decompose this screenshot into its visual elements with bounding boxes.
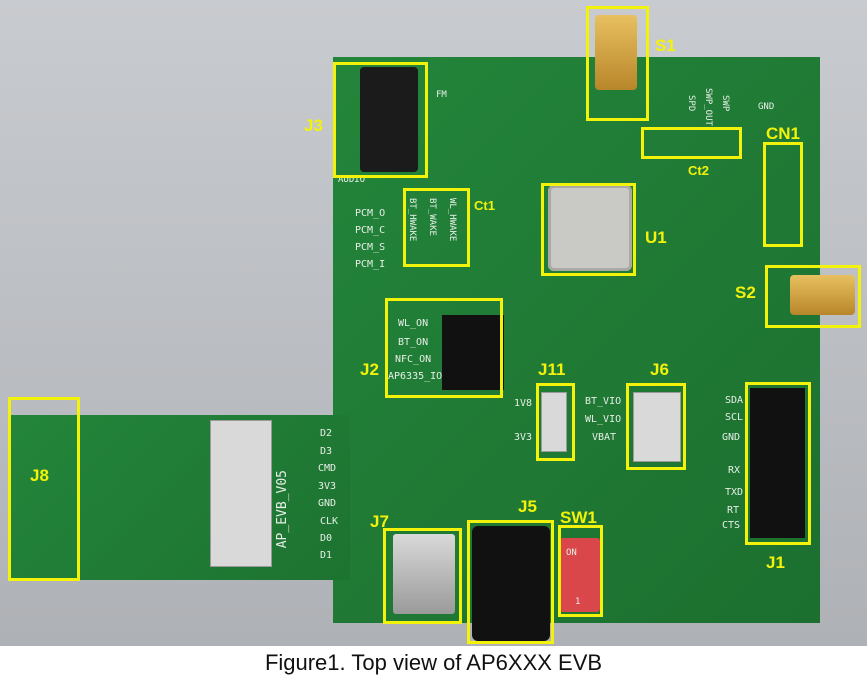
- silk-ap6335-io: AP6335_IO: [388, 371, 443, 382]
- silk-bt-on: BT_ON: [398, 337, 429, 348]
- silk-bt-vio: BT_VIO: [585, 396, 622, 407]
- callout-box-j8: [8, 397, 80, 581]
- sma-connector-s1: [595, 15, 637, 90]
- label-u1: U1: [645, 228, 667, 247]
- label-j6: J6: [650, 360, 669, 379]
- silk-nfc-on: NFC_ON: [395, 354, 432, 365]
- callout-box-s1: [586, 6, 649, 121]
- silk-vbat: VBAT: [592, 432, 617, 443]
- callout-box-j7: [383, 528, 462, 624]
- jumper-j6-body: [633, 392, 681, 462]
- silk-spd: SPD: [686, 95, 696, 112]
- silk-pcm-i: PCM_I: [355, 259, 386, 270]
- label-j7: J7: [370, 512, 389, 531]
- silk-wl-vio: WL_VIO: [585, 414, 622, 425]
- label-j8: J8: [30, 466, 49, 485]
- evb-board-photo: PCM_O PCM_C PCM_S PCM_I WL_ON BT_ON NFC_…: [0, 0, 867, 646]
- silk-rts: RT: [727, 505, 740, 516]
- silk-audio: AUDIO: [338, 175, 366, 185]
- silk-bt-hwake: BT_HWAKE: [407, 198, 417, 242]
- callout-box-sw1: [558, 525, 603, 617]
- label-j11: J11: [538, 360, 566, 379]
- callout-box-j1: [745, 382, 811, 545]
- silk-d0: D0: [320, 533, 333, 544]
- label-j5: J5: [518, 497, 537, 516]
- io-header-pins: [442, 315, 504, 390]
- callout-box-ct1: [403, 188, 470, 267]
- callout-box-u1: [541, 183, 636, 276]
- pcb-sdio-tab: [10, 415, 350, 580]
- silk-sda: SDA: [725, 395, 744, 406]
- silk-1v8: 1V8: [514, 398, 533, 409]
- silk-switch-on: ON: [566, 548, 577, 558]
- mini-usb-connector: [393, 534, 455, 614]
- label-ct1: Ct1: [474, 198, 495, 213]
- audio-jack: [360, 67, 418, 172]
- dip-switch: [560, 538, 600, 612]
- callout-box-j2: [385, 298, 503, 398]
- label-j3: J3: [304, 116, 323, 135]
- callout-box-j11: [536, 383, 575, 461]
- silk-d1: D1: [320, 550, 333, 561]
- battery-holder: [472, 526, 550, 641]
- silk-3v3: 3V3: [514, 432, 533, 443]
- jumper-j11-body: [541, 392, 567, 452]
- silk-pcm-s: PCM_S: [355, 242, 386, 253]
- silk-d3: D3: [320, 446, 333, 457]
- silk-bt-wake: BT_WAKE: [427, 198, 437, 236]
- silk-fm: FM: [436, 90, 447, 100]
- label-sw1: SW1: [560, 508, 597, 527]
- label-s1: S1: [655, 36, 676, 55]
- sma-connector-s2: [790, 275, 855, 315]
- figure-caption: Figure1. Top view of AP6XXX EVB: [264, 650, 603, 675]
- silk-3v3-sd: 3V3: [318, 481, 337, 492]
- uart-header-pins: [750, 388, 805, 538]
- label-ct2: Ct2: [688, 163, 709, 178]
- silk-gnd-top: GND: [758, 102, 775, 112]
- silk-d2: D2: [320, 428, 333, 439]
- silk-rx: RX: [728, 465, 741, 476]
- silk-cmd: CMD: [318, 463, 337, 474]
- tab-pad: [210, 420, 272, 567]
- silk-wl-hwake: WL_HWAKE: [447, 198, 457, 242]
- callout-box-s2: [765, 265, 861, 328]
- silk-scl: SCL: [725, 412, 744, 423]
- silk-swp: SWP: [720, 95, 730, 112]
- silk-switch-1: 1: [575, 597, 581, 607]
- callout-box-j6: [626, 383, 686, 470]
- silk-cts: CTS: [722, 520, 741, 531]
- label-cn1: CN1: [766, 124, 801, 143]
- silk-swp-out: SWP_OUT: [703, 88, 713, 126]
- callout-box-j3: [333, 62, 428, 178]
- silk-clk: CLK: [320, 516, 339, 527]
- silk-txd: TXD: [725, 487, 744, 498]
- label-j1: J1: [766, 553, 785, 572]
- label-s2: S2: [735, 283, 756, 302]
- callout-box-j5: [467, 520, 554, 644]
- wifi-bt-module-u1: [548, 185, 632, 271]
- silk-gnd: GND: [722, 432, 741, 443]
- silk-gnd-sd: GND: [318, 498, 337, 509]
- silk-wl-on: WL_ON: [398, 318, 429, 329]
- label-j2: J2: [360, 360, 379, 379]
- callout-box-cn1: [763, 142, 803, 247]
- silk-pcm-c: PCM_C: [355, 225, 386, 236]
- silk-board-name: AP_EVB_V05: [275, 470, 290, 549]
- callout-box-ct2: [641, 127, 742, 159]
- silk-pcm-o: PCM_O: [355, 208, 386, 219]
